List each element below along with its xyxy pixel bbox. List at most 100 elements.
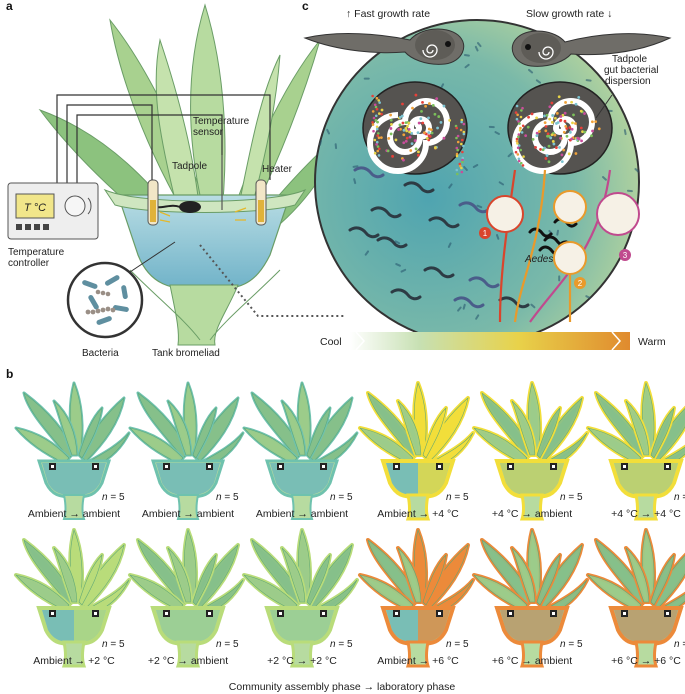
heater-label: Heater [262,164,293,175]
gut-bacteria-dot [371,94,374,98]
gut-bacteria-dot [553,116,557,120]
bacteria-speck [498,181,505,186]
gut-bacteria-dot [442,136,446,140]
gut-bacteria-dot [544,157,548,160]
gut-bacteria-dot [407,127,411,131]
gut-bacteria-dot [559,118,563,122]
gut-bacteria-dot [380,108,384,112]
bacteria-speck [463,165,468,171]
gut-bacteria-dot [544,125,548,128]
gut-bacteria-dot [546,132,550,136]
bacteria-speck [636,236,639,241]
gut-bacteria-dot [456,148,459,152]
gut-bacteria-dot [535,134,539,138]
gut-bacteria-dot [556,121,560,124]
gut-bacteria-dot [375,127,379,131]
gut-bacteria-dot [560,153,564,157]
bromeliad-treatment: n = 5+6 °C → +6 °C [586,528,685,668]
gut-bacteria-dot [376,120,379,124]
gut-bacteria-dot [564,124,568,128]
gut-bacteria-dot [570,137,574,141]
gut-bacteria-dot [515,117,519,121]
treatment-label: Ambient → +2 °C [33,655,115,667]
bacteria-speck [352,165,359,168]
gut-bacteria-dot [431,103,435,107]
gut-bacteria-dot [517,157,521,161]
gut-bacteria-dot [394,138,398,142]
gut-bacteria-dot [572,113,575,117]
gut-bacteria-dot [577,137,581,141]
bacteria-speck [394,240,401,245]
gut-bacteria-dot [519,161,523,165]
gut-bacteria-dot [402,128,406,132]
gut-bacteria-dot [539,148,542,151]
gut-bacteria-dot [455,152,459,156]
gut-bacteria-dot [547,160,551,164]
gut-bacteria-dot [561,113,565,117]
gut-bacteria-dot [543,114,546,118]
gut-bacteria-dot [374,105,378,109]
gut-bacteria-dot [404,127,408,130]
bacteria-speck [472,164,479,168]
larva [468,276,500,289]
gut-bacteria-dot [545,154,549,157]
gut-bacteria-dot [373,151,377,155]
bromeliad-illustration [38,3,347,346]
bacteria-speck [462,303,466,310]
bromeliad-treatment: n = 5+4 °C → +4 °C [586,381,685,521]
bacteria-speck [329,323,336,326]
gut-bacteria-dot [375,125,379,129]
gut-bacteria-dot [455,136,458,140]
sample-size-label: n = 5 [446,639,469,650]
gut-bacteria-dot [437,115,441,118]
gut-bacteria-dot [456,140,460,144]
gut-bacteria-dot [458,164,462,168]
gut-bacteria-dot [389,113,393,117]
slow-growth-label: Slow growth rate ↓ [526,8,612,20]
gut-bacteria-dot [410,142,414,146]
sample-size-label: n = 5 [446,492,469,503]
aedes-label: Aedes [524,254,553,265]
larva [453,296,485,309]
gut-bacteria-dot [372,116,376,120]
treatment-label: Ambient → ambient [256,508,348,520]
gut-bacteria-dot [567,152,571,156]
inset-connector [199,244,345,317]
bacteria-speck [464,63,470,69]
gut-bacteria-dot [430,131,434,135]
gut-bacteria-dot [581,130,584,134]
gut-bacteria-dot [386,149,390,153]
gut-bacteria-dot [402,141,406,145]
gut-bacteria-dot [460,118,464,122]
gut-bacteria-dot [591,120,594,124]
gut-bacteria-dot [389,118,393,122]
gut-bacteria-dot [514,111,518,114]
sample-size-label: n = 5 [102,492,125,503]
larva [403,181,435,194]
gut-bacteria-dot [405,129,409,133]
gut-bacteria-dot [389,127,393,130]
gut-bacteria-dot [524,134,528,138]
gut-bacteria-dot [574,122,577,125]
bacteria-speck [344,321,350,327]
bacteria-speck [474,45,479,52]
gut-bacteria-dot [558,146,561,149]
gut-bacteria-dot [557,95,561,99]
gut-bacteria-dot [424,104,427,108]
bacteria-label: Bacteria [82,348,119,359]
gut-bacteria-dot [401,102,404,106]
gut-bacteria-dot [517,135,520,139]
bromeliad-treatment: n = 5 Ambient → +4 °C [358,381,475,521]
panel-c: c ↑ Fast growth rate Slow growth rate ↓ [302,0,672,351]
gut-bacteria-dot [402,158,405,162]
treatment-label: Ambient → +4 °C [377,508,459,520]
panel-b-footer: Community assembly phase → laboratory ph… [229,681,456,693]
gut-bacteria-dot [462,122,466,126]
gut-bacteria-dot [534,145,537,149]
bacteria-speck [354,312,359,318]
